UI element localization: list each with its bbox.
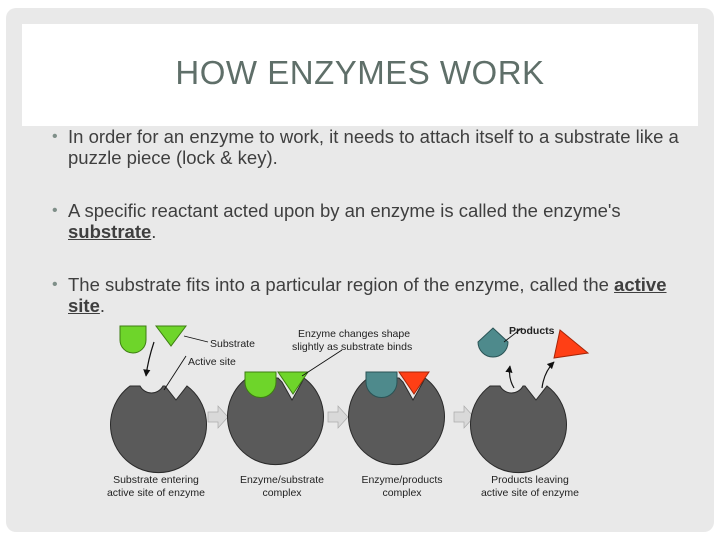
bullet-text: In order for an enzyme to work, it needs… (68, 126, 679, 168)
title-area: HOW ENZYMES WORK (22, 24, 698, 126)
release-arrow-right (541, 361, 555, 389)
process-arrow-3 (453, 405, 475, 429)
label-shape-change-line1: Enzyme changes shape (298, 328, 410, 340)
slide-title: HOW ENZYMES WORK (175, 54, 545, 91)
stage-2-enzyme (227, 377, 324, 466)
bound-product-triangle (398, 371, 430, 395)
bullet-item-2: • A specific reactant acted upon by an en… (52, 200, 688, 242)
label-shape-change-line2: slightly as substrate binds (292, 341, 412, 353)
enzyme-diagram: Substrate Active site Enzyme changes sha… (107, 325, 590, 499)
pointer-line (163, 355, 187, 391)
bullet-text: A specific reactant acted upon by an enz… (68, 200, 621, 221)
bullet-dot-icon: • (52, 276, 58, 293)
caption-stage-4-line1: Products leaving (491, 474, 569, 486)
bound-substrate-round (244, 371, 277, 398)
bullet-dot-icon: • (52, 202, 58, 219)
bullet-text-end: . (99, 295, 106, 316)
stage-3-enzyme (348, 377, 445, 466)
bullet-dot-icon: • (52, 128, 58, 145)
caption-stage-4-line2: active site of enzyme (481, 487, 579, 499)
term-substrate: substrate (68, 221, 152, 242)
caption-stage-2-line1: Enzyme/substrate (240, 474, 324, 486)
pointer-line (183, 335, 209, 343)
process-arrow-1 (207, 405, 229, 429)
caption-stage-2-line2: complex (262, 487, 302, 499)
bullet-item-1: • In order for an enzyme to work, it need… (52, 126, 688, 168)
stage-4-enzyme (470, 385, 567, 474)
bullet-item-3: • The substrate fits into a particular re… (52, 274, 688, 316)
bound-substrate-triangle (277, 371, 309, 395)
pointer-line (503, 327, 523, 343)
pointer-line (301, 349, 343, 377)
stage-1-enzyme (110, 385, 207, 474)
released-product-triangle (553, 329, 590, 359)
release-arrow-left (505, 365, 515, 389)
bullet-text-end: . (151, 221, 157, 242)
bound-product-round (365, 371, 398, 398)
released-product-round (477, 327, 509, 358)
caption-stage-1-line2: active site of enzyme (107, 487, 205, 499)
label-products: Products (509, 325, 555, 337)
label-active-site: Active site (188, 356, 236, 368)
substrate-round-piece (119, 325, 147, 354)
caption-stage-3-line2: complex (382, 487, 422, 499)
term-active-site: active site (68, 274, 667, 316)
stage-2-enzyme-substrate-complex (227, 349, 343, 466)
stage-1-substrate-entering: Substrate Active site (110, 325, 255, 474)
pointer-arrow (143, 341, 155, 377)
substrate-triangle-piece (155, 325, 187, 347)
label-substrate: Substrate (210, 338, 255, 350)
process-arrow-2 (327, 405, 349, 429)
stage-3-enzyme-products-complex (348, 371, 445, 466)
stage-4-products-leaving: Products (470, 325, 590, 474)
caption-stage-1-line1: Substrate entering (113, 474, 199, 486)
caption-stage-3-line1: Enzyme/products (361, 474, 442, 486)
bullet-text: The substrate fits into a particular reg… (68, 274, 615, 295)
